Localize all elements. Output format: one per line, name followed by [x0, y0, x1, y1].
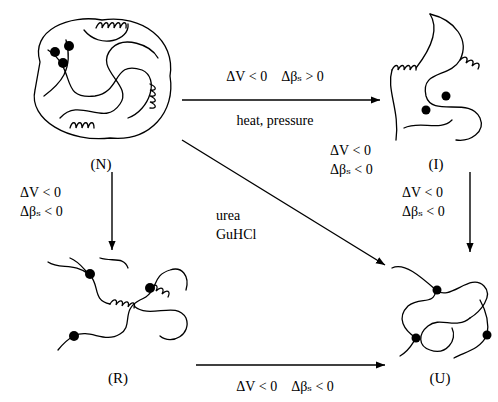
protein-state: (R): [40, 250, 196, 386]
protein-state: (N): [20, 8, 182, 172]
transition-arrow: [111, 172, 112, 250]
transition-condition: ΔV < 0 Δβₛ < 0: [400, 184, 447, 222]
transition-arrow: [469, 172, 470, 252]
transition-arrow: [182, 140, 385, 265]
state-label: (N): [89, 156, 114, 173]
transition-arrow: [182, 99, 380, 100]
transition-arrow: [196, 364, 385, 365]
denaturing-agent: heat, pressure: [235, 112, 316, 131]
transition-condition: ΔV < 0 Δβₛ < 0: [18, 184, 65, 222]
transition-condition: ΔV < 0 Δβₛ < 0: [328, 142, 375, 180]
protein-state: (U): [385, 252, 495, 386]
state-label: (R): [106, 370, 130, 387]
state-label: (U): [428, 370, 453, 387]
transition-condition: ΔV < 0 Δβₛ > 0: [224, 68, 326, 87]
protein-state: (I): [380, 6, 492, 172]
transition-condition: ΔV < 0 Δβₛ < 0: [234, 378, 336, 397]
denaturing-agent: urea GuHCl: [214, 207, 258, 245]
state-label: (I): [427, 156, 446, 173]
